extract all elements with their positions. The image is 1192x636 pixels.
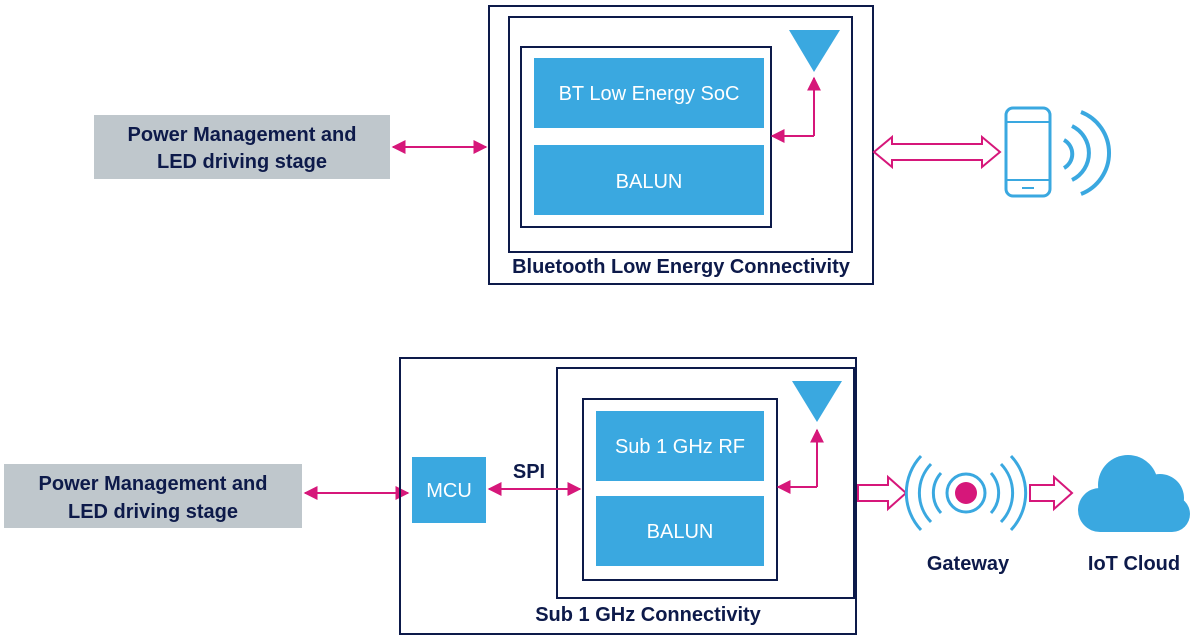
gateway-icon (904, 454, 1028, 532)
antenna-icon (792, 381, 842, 422)
cloud-label: IoT Cloud (1088, 553, 1180, 575)
bottom-balun-block (596, 496, 764, 566)
subghz-module-caption: Sub 1 GHz Connectivity (535, 604, 761, 626)
top-power-management-box (94, 115, 390, 179)
cloud-link-arrow (1029, 474, 1074, 512)
bt-soc-block (534, 58, 764, 128)
bt-soc-label: BT Low Energy SoC (559, 83, 740, 105)
top-balun-label: BALUN (616, 171, 683, 193)
wireless-signal-icon (1062, 110, 1112, 196)
top-power-label-line2: LED driving stage (157, 151, 327, 173)
cloud-icon (1078, 455, 1190, 532)
mcu-block (412, 457, 486, 523)
subghz-module-outer-frame (399, 357, 857, 635)
bottom-power-management-box (4, 464, 302, 528)
bottom-balun-label: BALUN (647, 521, 714, 543)
subghz-rf-block (596, 411, 764, 481)
gateway-label: Gateway (927, 553, 1010, 575)
top-phone-link-arrow (872, 134, 1002, 170)
ble-module-outer-frame (488, 5, 874, 285)
mcu-label: MCU (426, 480, 472, 502)
spi-label: SPI (513, 461, 545, 483)
top-section: Power Management and LED driving stage B… (94, 5, 1112, 285)
top-balun-block (534, 145, 764, 215)
smartphone-icon (1004, 106, 1052, 198)
bottom-power-label-line2: LED driving stage (68, 501, 238, 523)
top-power-label-line1: Power Management and (128, 124, 357, 146)
gateway-link-arrow (857, 474, 908, 512)
ble-module-caption: Bluetooth Low Energy Connectivity (512, 256, 851, 278)
bottom-section: Power Management and LED driving stage M… (4, 357, 1190, 635)
bottom-power-label-line1: Power Management and (39, 473, 268, 495)
antenna-icon (789, 30, 840, 72)
subghz-rf-label: Sub 1 GHz RF (615, 436, 745, 458)
ble-module-inner-frame (508, 16, 853, 253)
